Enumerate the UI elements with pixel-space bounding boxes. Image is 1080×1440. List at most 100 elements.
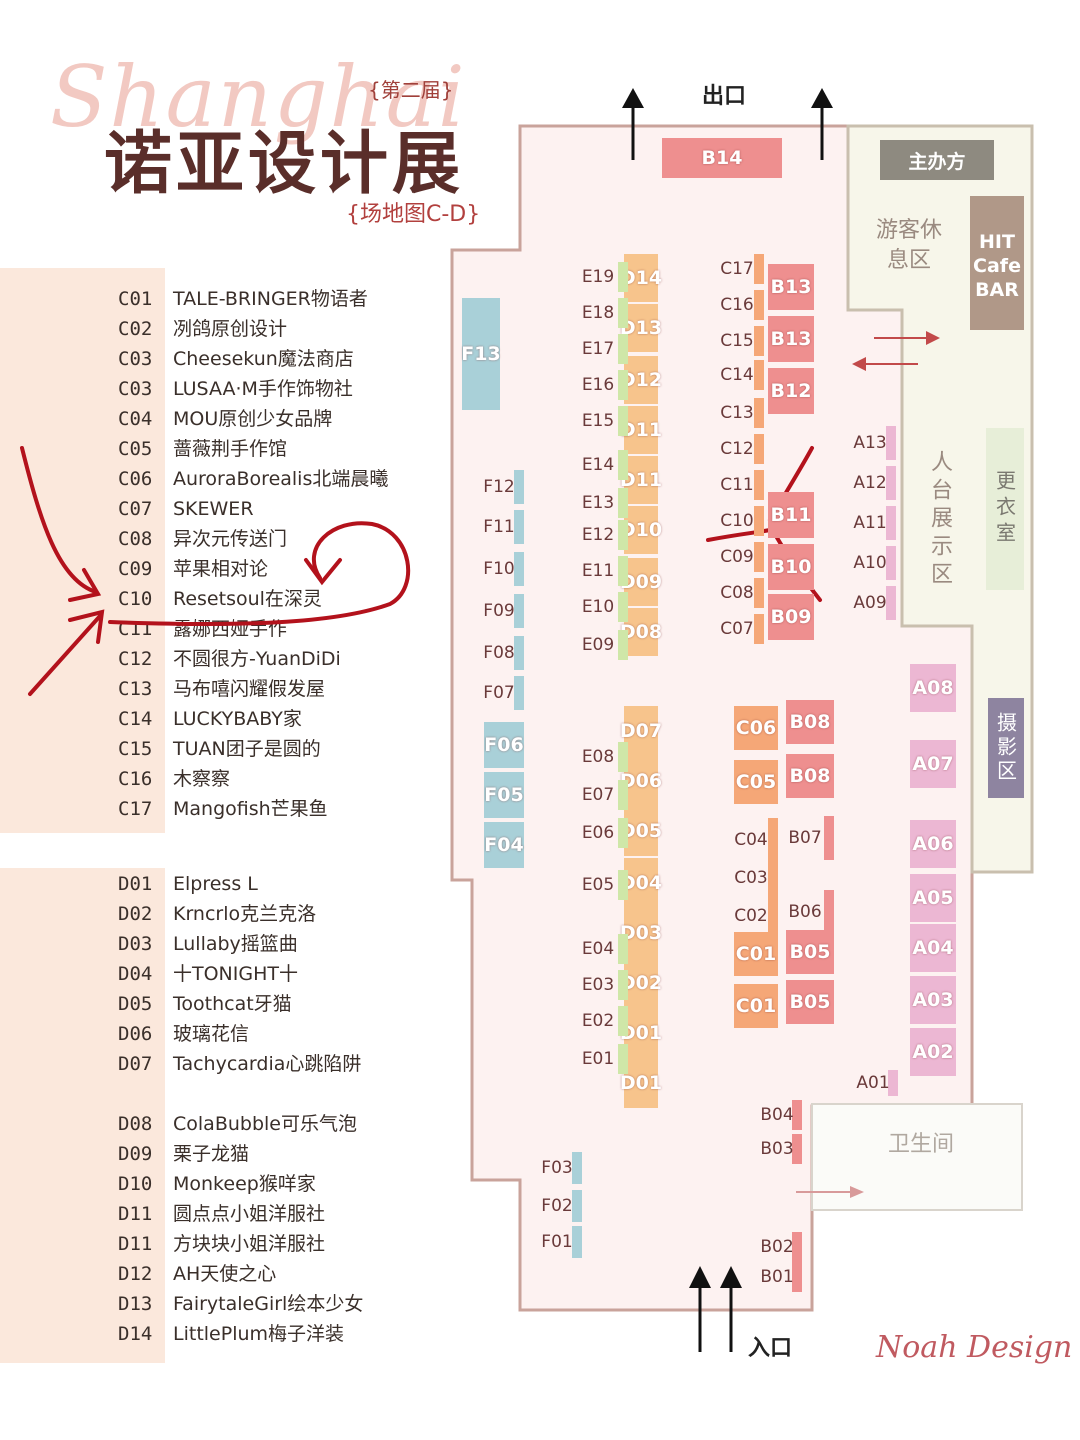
stall-d08: D08: [620, 608, 662, 656]
legend-name: 玻璃花信: [173, 1023, 250, 1045]
stall-a13: A13: [853, 426, 896, 460]
stall-c01a: C01: [734, 932, 778, 976]
stall-c02: C02: [734, 894, 778, 938]
legend-row: C08 异次元传送门: [118, 524, 287, 554]
photo-zone-box: 摄影区: [988, 698, 1024, 798]
legend-name: 异次元传送门: [173, 528, 288, 550]
legend-name: 十TONIGHT十: [173, 963, 298, 985]
stall-c15: C15: [720, 326, 764, 356]
stall-b08b: B08: [786, 754, 834, 798]
legend-code: C14: [118, 708, 153, 730]
stall-a01: A01: [856, 1070, 898, 1096]
legend-name: FairytaleGirl绘本少女: [173, 1293, 364, 1315]
stall-b13b: B13: [768, 316, 814, 362]
stall-e02: E02: [578, 1006, 628, 1036]
stall-d11b: D11: [620, 456, 662, 504]
stall-d14: D14: [620, 254, 662, 302]
stall-e07: E07: [578, 780, 628, 810]
legend-name: 圆点点小姐洋服社: [173, 1203, 326, 1225]
legend-code: C16: [118, 768, 153, 790]
stall-d02: D02: [620, 958, 662, 1008]
legend-name: Resetsoul在深灵: [173, 588, 322, 610]
stall-d03: D03: [620, 908, 662, 958]
stall-d05: D05: [620, 806, 662, 856]
stall-d12: D12: [620, 356, 662, 404]
stall-b05a: B05: [786, 930, 834, 974]
legend-name: 马布嘻闪耀假发屋: [173, 678, 326, 700]
stall-b11: B11: [768, 492, 814, 538]
stall-a11: A11: [853, 506, 896, 540]
stall-c11: C11: [720, 470, 764, 500]
legend-name: TALE-BRINGER物语者: [173, 288, 368, 310]
legend-name: 方块块小姐洋服社: [173, 1233, 326, 1255]
legend-row: D04 十TONIGHT十: [118, 959, 298, 989]
stall-b08a: B08: [786, 700, 834, 744]
legend-row: D12 AH天使之心: [118, 1259, 276, 1289]
script-title: Shanghai: [50, 48, 467, 146]
stall-c14: C14: [720, 360, 764, 390]
stall-c05: C05: [734, 760, 778, 804]
legend-name: AH天使之心: [173, 1263, 277, 1285]
legend-name: 冽鸽原创设计: [173, 318, 288, 340]
legend-code: D12: [118, 1263, 153, 1285]
legend-code: D04: [118, 963, 153, 985]
legend-code: C05: [118, 438, 153, 460]
legend-code: D09: [118, 1143, 153, 1165]
legend-code: D02: [118, 903, 153, 925]
stall-e15: E15: [578, 406, 628, 436]
stall-e19: E19: [578, 262, 628, 292]
stall-e04: E04: [578, 934, 628, 964]
stall-d01a: D01: [620, 1008, 662, 1058]
stall-d07: D07: [620, 706, 662, 756]
legend-name: Monkeep猴咩家: [173, 1173, 316, 1195]
stall-d10: D10: [620, 506, 662, 554]
stall-d06: D06: [620, 756, 662, 806]
stall-a12: A12: [853, 466, 896, 500]
stall-c07: C07: [720, 614, 764, 644]
stall-b12: B12: [768, 368, 814, 414]
stall-a03: A03: [910, 976, 956, 1024]
brand-logo: Noah Design: [876, 1330, 1073, 1365]
stall-c09: C09: [720, 542, 764, 572]
stall-f11: F11: [483, 510, 524, 544]
legend-name: Lullaby摇篮曲: [173, 933, 298, 955]
edition-label: {第二届}: [368, 78, 454, 102]
legend-name: TUAN团子是圆的: [173, 738, 321, 760]
stall-e01: E01: [578, 1044, 628, 1074]
legend-name: 不圆很方-YuanDiDi: [173, 648, 341, 670]
legend-code: C10: [118, 588, 153, 610]
stall-a07: A07: [910, 740, 956, 788]
stall-f12: F12: [483, 470, 524, 504]
stall-a10: A10: [853, 546, 896, 580]
stall-c12: C12: [720, 434, 764, 464]
stall-b10: B10: [768, 544, 814, 590]
entrance-label: 入口: [748, 1336, 793, 1361]
stall-c03: C03: [734, 856, 778, 900]
legend-band-d: [0, 868, 165, 1363]
stall-f08: F08: [483, 636, 524, 670]
stall-f05: F05: [484, 772, 524, 818]
stall-f09: F09: [483, 594, 524, 628]
stall-b03: B03: [760, 1134, 802, 1164]
legend-name: Mangofish芒果鱼: [173, 798, 328, 820]
stall-b14: B14: [662, 138, 782, 178]
stall-f10: F10: [483, 552, 524, 586]
legend-name: MOU原创少女品牌: [173, 408, 333, 430]
legend-code: C08: [118, 528, 153, 550]
stall-b13a: B13: [768, 264, 814, 310]
legend-code: D13: [118, 1293, 153, 1315]
legend-code: D14: [118, 1323, 153, 1345]
legend-name: Cheesekun魔法商店: [173, 348, 354, 370]
legend-code: C13: [118, 678, 153, 700]
